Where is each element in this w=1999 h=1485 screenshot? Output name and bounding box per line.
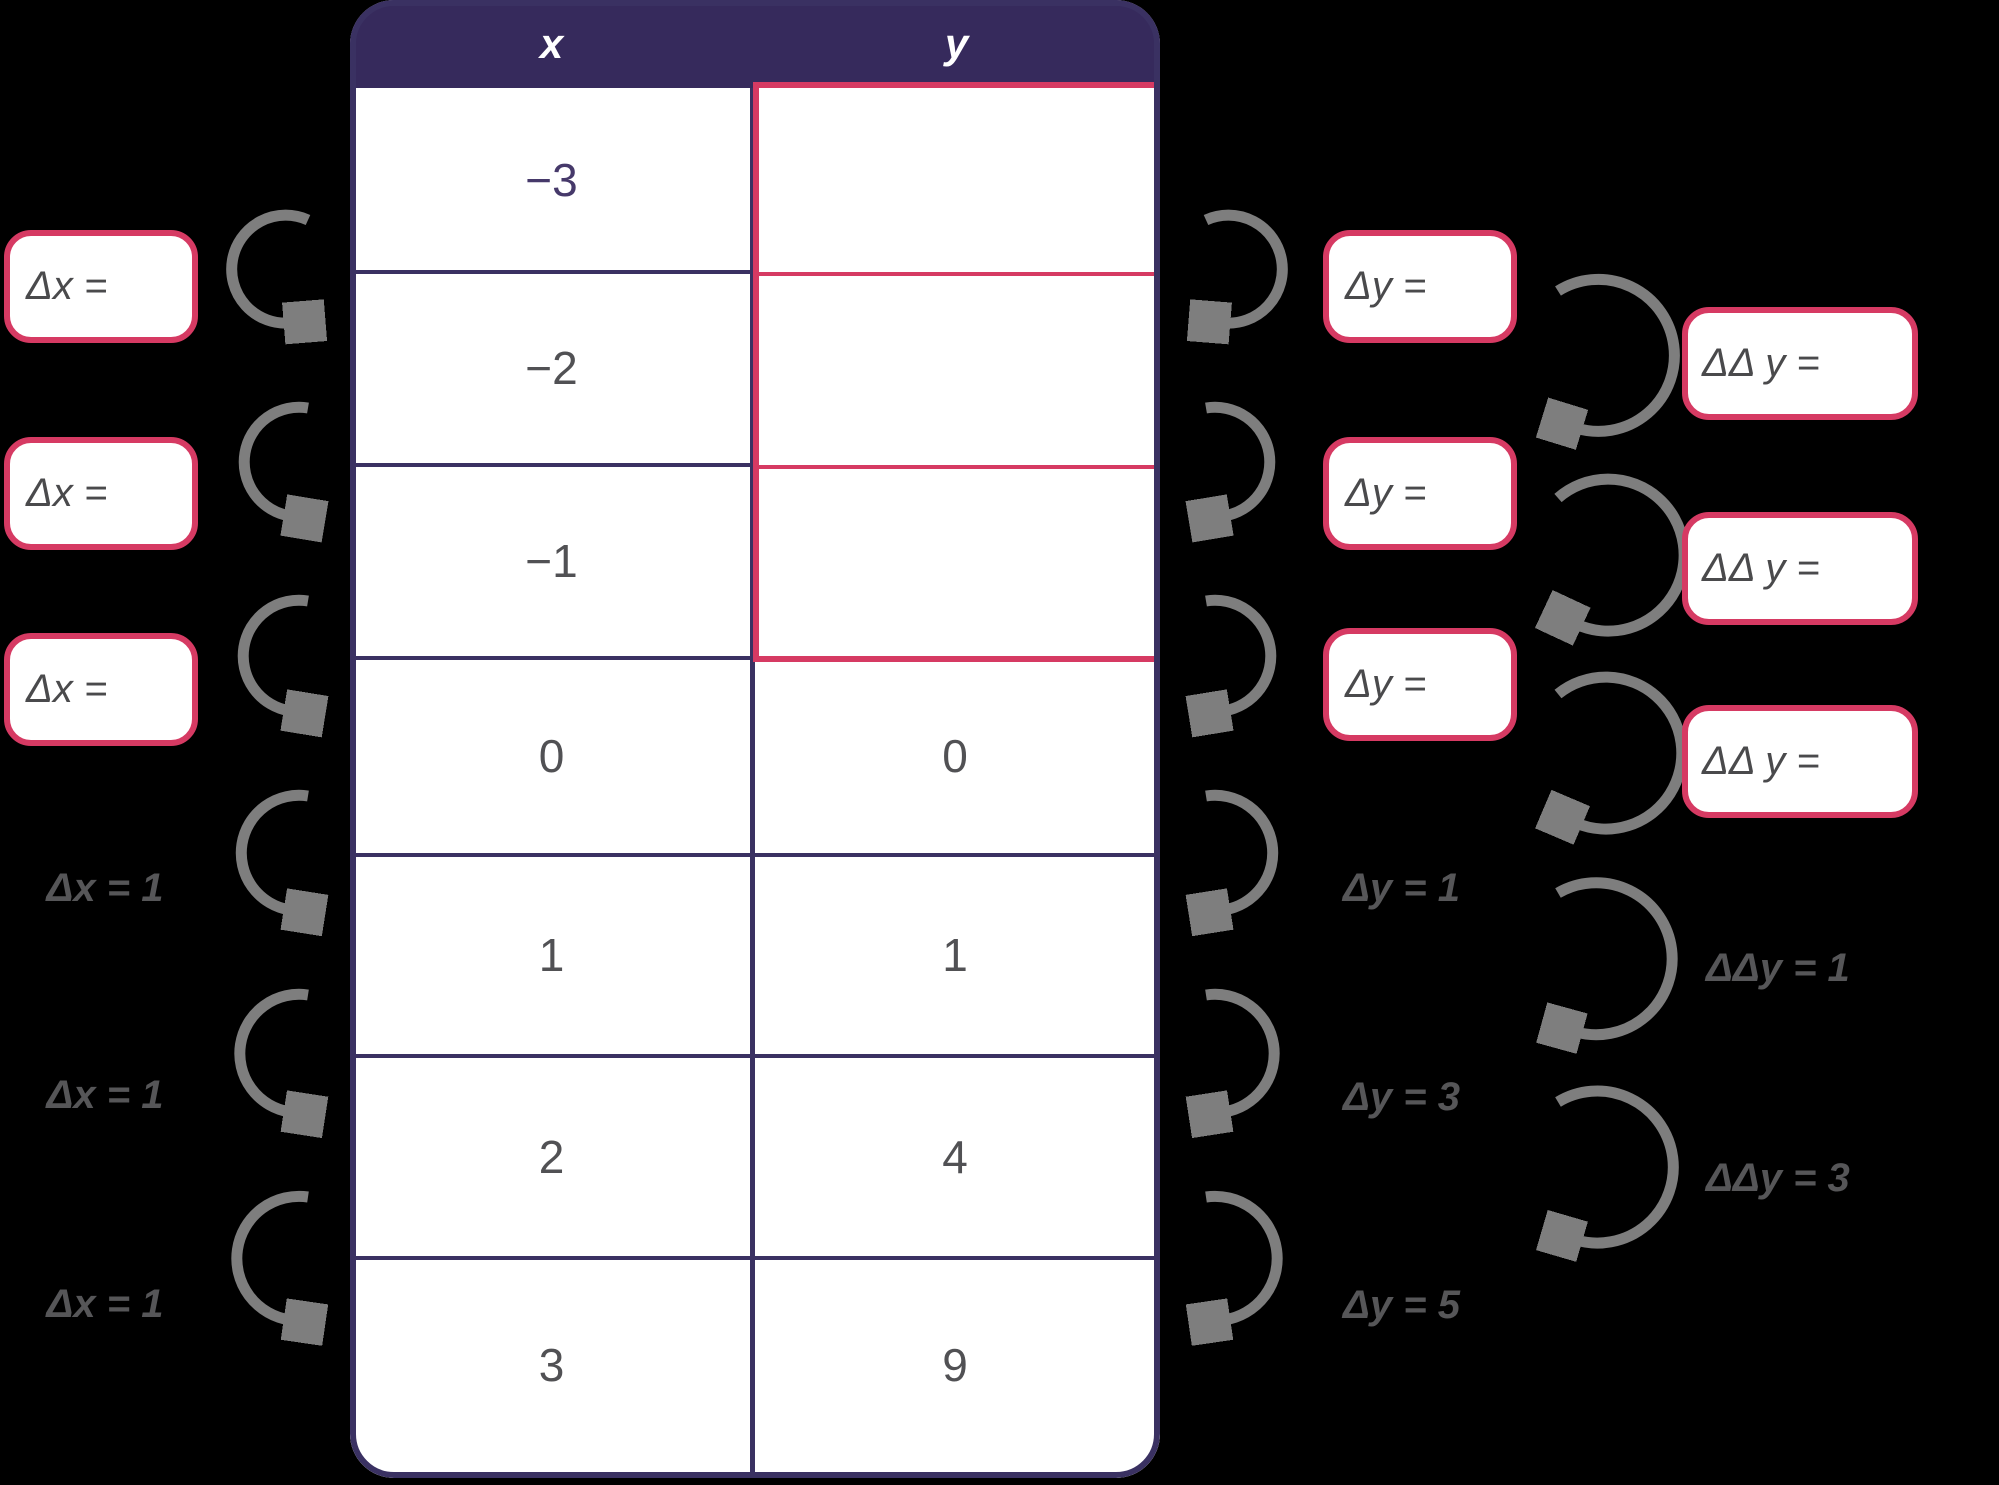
xy-table: x y −3 −2 −1 0 1 2 3 0 1 4 9 <box>350 0 1160 1478</box>
delta2-y-value-label: ΔΔy = 3 <box>1706 1156 1850 1200</box>
delta-y-box-label: Δy = <box>1345 662 1427 706</box>
column-divider <box>750 88 755 1472</box>
delta-x-input-box[interactable]: Δx = <box>4 633 198 746</box>
arrow-ddy-0 <box>1558 273 1680 431</box>
answer-cell-divider <box>759 465 1154 469</box>
arrow-ddy-3 <box>1558 877 1678 1035</box>
delta-y-value-label: Δy = 3 <box>1343 1075 1460 1119</box>
delta2-y-input-box[interactable]: ΔΔ y = <box>1682 307 1918 420</box>
delta-y-box-label: Δy = <box>1345 471 1427 515</box>
row-divider <box>350 853 1160 857</box>
y-cell: 4 <box>942 1131 968 1183</box>
y-cell: 0 <box>942 730 968 782</box>
delta-y-input-box[interactable]: Δy = <box>1323 437 1517 550</box>
delta-x-box-label: Δx = <box>26 667 108 711</box>
x-cell: 3 <box>538 1339 565 1391</box>
arrow-dx-3 <box>235 789 308 910</box>
arrow-dy-1 <box>1206 401 1276 516</box>
x-cell: −2 <box>525 342 578 394</box>
delta-x-value-label: Δx = 1 <box>46 1282 164 1326</box>
answer-cell-divider <box>759 272 1154 276</box>
delta2-y-box-label: ΔΔ y = <box>1702 546 1820 590</box>
y-cell-empty[interactable] <box>755 322 1155 414</box>
x-cell: −3 <box>525 154 578 206</box>
delta-y-value-label: Δy = 1 <box>1343 866 1460 910</box>
delta-y-value-label: Δy = 5 <box>1343 1283 1460 1327</box>
row-divider <box>350 1256 1160 1260</box>
delta2-y-box-label: ΔΔ y = <box>1702 739 1820 783</box>
row-divider <box>350 1054 1160 1058</box>
arrow-ddy-2 <box>1558 671 1688 829</box>
arrow-dy-3 <box>1206 789 1279 910</box>
delta-x-input-box[interactable]: Δx = <box>4 437 198 550</box>
arrow-dx-5 <box>231 1190 308 1320</box>
delta-x-box-label: Δx = <box>26 264 108 308</box>
x-cell: 2 <box>538 1131 565 1183</box>
column-header-x: x <box>539 20 564 67</box>
delta-x-value-label: Δx = 1 <box>46 866 164 910</box>
delta-x-input-box[interactable]: Δx = <box>4 230 198 343</box>
arrow-dx-1 <box>238 401 308 516</box>
x-cell: 0 <box>538 730 565 782</box>
arrow-dx-0 <box>226 209 308 323</box>
arrow-ddy-1 <box>1558 473 1690 631</box>
y-cell: 1 <box>942 929 968 981</box>
delta2-y-input-box[interactable]: ΔΔ y = <box>1682 705 1918 818</box>
delta-x-value-label: Δx = 1 <box>46 1073 164 1117</box>
delta2-y-input-box[interactable]: ΔΔ y = <box>1682 512 1918 625</box>
table-header-row: x y <box>350 0 1160 88</box>
x-cell: −1 <box>525 535 578 587</box>
column-header-y: y <box>944 20 969 67</box>
arrow-dy-0 <box>1206 209 1288 323</box>
y-cell-empty[interactable] <box>755 515 1155 607</box>
delta2-y-value-label: ΔΔy = 1 <box>1706 946 1850 990</box>
x-cell: 1 <box>538 929 565 981</box>
delta-y-input-box[interactable]: Δy = <box>1323 628 1517 741</box>
delta2-y-box-label: ΔΔ y = <box>1702 341 1820 385</box>
arrow-dx-4 <box>234 988 308 1112</box>
y-cell-empty[interactable] <box>755 134 1155 226</box>
arrow-dy-5 <box>1206 1190 1283 1320</box>
arrow-dy-4 <box>1206 988 1280 1112</box>
arrow-dy-2 <box>1206 594 1277 711</box>
arrow-dx-2 <box>237 594 308 711</box>
delta-y-input-box[interactable]: Δy = <box>1323 230 1517 343</box>
arrow-ddy-4 <box>1558 1085 1679 1243</box>
y-cell: 9 <box>942 1339 968 1391</box>
delta-x-box-label: Δx = <box>26 471 108 515</box>
delta-y-box-label: Δy = <box>1345 264 1427 308</box>
